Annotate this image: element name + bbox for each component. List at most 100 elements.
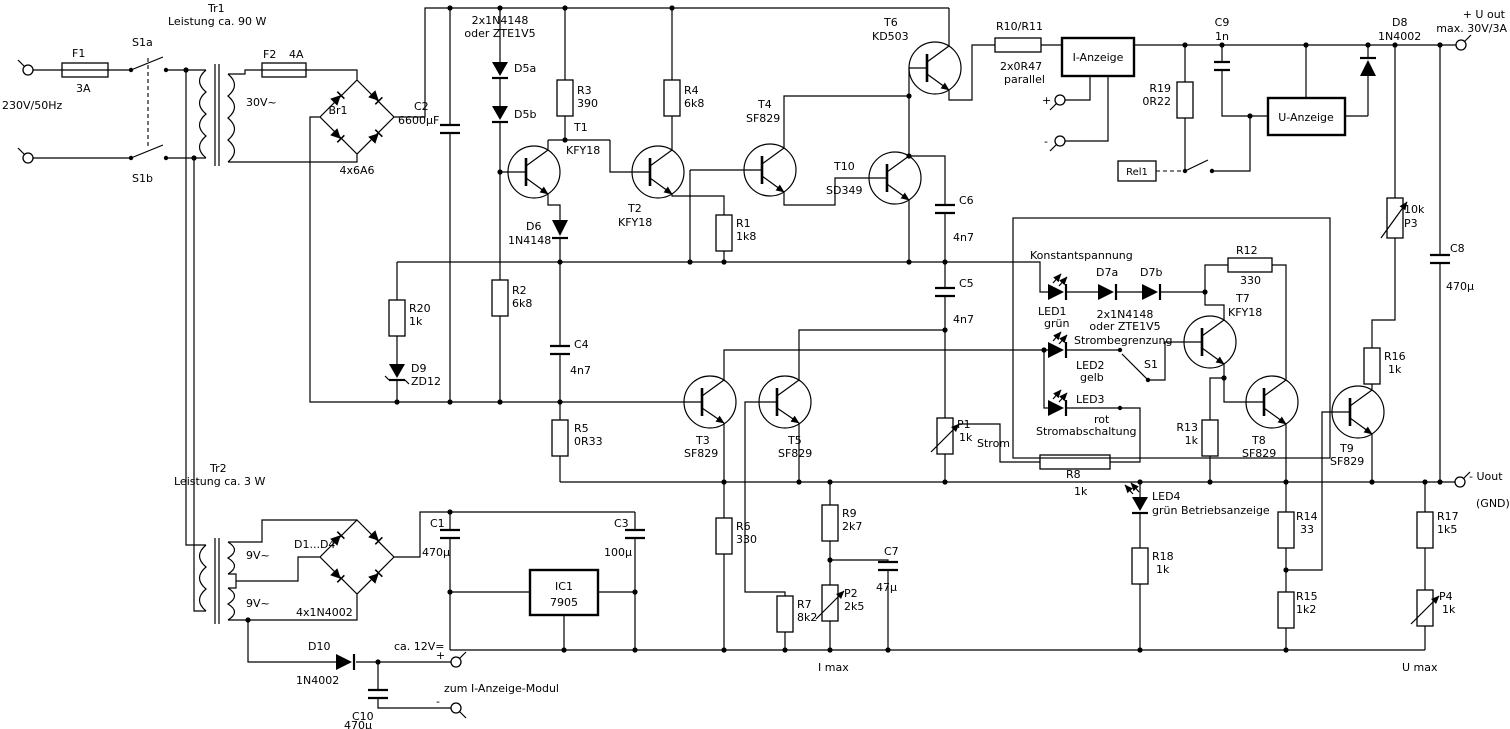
label-r15: R15 bbox=[1296, 590, 1318, 603]
label-tr1-secondary: 30V~ bbox=[246, 96, 277, 109]
transistor-t1 bbox=[507, 145, 561, 199]
label-t6: T6 bbox=[883, 16, 898, 29]
transistors bbox=[507, 41, 1385, 439]
terminal-12v-minus bbox=[450, 702, 467, 719]
diode-d8 bbox=[1360, 56, 1376, 76]
label-r9-value: 2k7 bbox=[842, 520, 862, 533]
label-c6-value: 4n7 bbox=[953, 231, 974, 244]
label-r4-value: 6k8 bbox=[684, 97, 704, 110]
label-d7a: D7a bbox=[1096, 266, 1118, 279]
label-s1b: S1b bbox=[132, 172, 153, 185]
label-r7-value: 8k2 bbox=[797, 611, 817, 624]
label-d5-note1: 2x1N4148 bbox=[472, 14, 529, 27]
fuse-f1 bbox=[61, 62, 109, 78]
terminal-uout-plus bbox=[1455, 34, 1472, 51]
diode-d7a bbox=[1098, 284, 1118, 300]
label-ic1-type: 7905 bbox=[550, 596, 578, 609]
label-c1: C1 bbox=[430, 517, 445, 530]
label-r18-value: 1k bbox=[1156, 563, 1170, 576]
label-d10: D10 bbox=[308, 640, 330, 653]
transformer-tr1 bbox=[198, 64, 236, 166]
bridge-br1 bbox=[329, 89, 384, 145]
label-d5b: D5b bbox=[514, 108, 536, 121]
label-r2: R2 bbox=[512, 284, 527, 297]
label-c10: C10 bbox=[352, 710, 374, 723]
label-uout-max: max. 30V/3A bbox=[1436, 22, 1507, 35]
label-d7b: D7b bbox=[1140, 266, 1162, 279]
label-c2: C2 bbox=[414, 100, 429, 113]
label-c5-value: 4n7 bbox=[953, 313, 974, 326]
label-d1-d4-value: 4x1N4002 bbox=[296, 606, 353, 619]
label-r4: R4 bbox=[684, 84, 699, 97]
label-p2-value: 2k5 bbox=[844, 600, 864, 613]
label-r8-value: 1k bbox=[1074, 485, 1088, 498]
led-led4 bbox=[1124, 482, 1148, 515]
label-strombegrenzung: Strombegrenzung bbox=[1074, 334, 1172, 347]
label-r18: R18 bbox=[1152, 550, 1174, 563]
label-t1-type: KFY18 bbox=[566, 144, 600, 157]
label-t8-type: SF829 bbox=[1242, 447, 1276, 460]
label-t2: T2 bbox=[627, 202, 642, 215]
label-u-anzeige: U-Anzeige bbox=[1278, 111, 1334, 124]
label-uout-minus: - Uout bbox=[1469, 470, 1503, 483]
terminal-uout-minus bbox=[1454, 471, 1471, 488]
label-r17-value: 1k5 bbox=[1437, 523, 1457, 536]
label-imodule-plus: + bbox=[1042, 94, 1051, 107]
transistor-t9 bbox=[1331, 385, 1385, 439]
label-t5: T5 bbox=[787, 434, 802, 447]
label-p1-value: 1k bbox=[959, 431, 973, 444]
label-c8-value: 470µ bbox=[1446, 280, 1474, 293]
label-br1: Br1 bbox=[328, 104, 347, 117]
fuse-f2 bbox=[261, 62, 307, 78]
control-section-box bbox=[1012, 217, 1331, 459]
label-c3: C3 bbox=[614, 517, 629, 530]
label-tr2: Tr2 bbox=[209, 462, 227, 475]
label-c8: C8 bbox=[1450, 242, 1465, 255]
transistor-t10 bbox=[868, 151, 922, 205]
label-module-note: zum I-Anzeige-Modul bbox=[444, 682, 559, 695]
label-c4-value: 4n7 bbox=[570, 364, 591, 377]
label-t10-type: SD349 bbox=[826, 184, 862, 197]
diode-d10 bbox=[336, 654, 356, 670]
led-led2 bbox=[1048, 331, 1068, 358]
label-f1: F1 bbox=[72, 47, 85, 60]
ic1-box bbox=[528, 568, 600, 617]
transistor-t3 bbox=[683, 375, 737, 429]
label-f2-value: 4A bbox=[289, 48, 304, 61]
label-konstantspannung: Konstantspannung bbox=[1030, 249, 1133, 262]
label-br1-value: 4x6A6 bbox=[339, 164, 374, 177]
transistor-t8 bbox=[1245, 375, 1299, 429]
label-t8: T8 bbox=[1251, 434, 1266, 447]
label-d6: D6 bbox=[526, 220, 541, 233]
label-r20: R20 bbox=[409, 302, 431, 315]
label-led3: LED3 bbox=[1076, 393, 1105, 406]
led-led3 bbox=[1048, 389, 1068, 416]
label-r1-value: 1k8 bbox=[736, 230, 756, 243]
label-t5-type: SF829 bbox=[778, 447, 812, 460]
label-r5-value: 0R33 bbox=[574, 435, 603, 448]
label-d5-note2: oder ZTE1V5 bbox=[464, 27, 535, 40]
junction-dots bbox=[128, 5, 1443, 665]
label-d7-note2: oder ZTE1V5 bbox=[1089, 320, 1160, 333]
label-c10-value: 470µ bbox=[344, 719, 372, 729]
label-led1: LED1 bbox=[1038, 305, 1067, 318]
label-r3: R3 bbox=[577, 84, 592, 97]
label-r3-value: 390 bbox=[577, 97, 598, 110]
label-tr2-desc: Leistung ca. 3 W bbox=[174, 475, 266, 488]
label-r19-value: 0R22 bbox=[1142, 95, 1171, 108]
label-r17: R17 bbox=[1437, 510, 1459, 523]
label-t9: T9 bbox=[1339, 442, 1354, 455]
label-r8: R8 bbox=[1066, 468, 1081, 481]
zener-d9 bbox=[384, 364, 410, 385]
label-r6-value: 330 bbox=[736, 533, 757, 546]
diodes bbox=[336, 56, 1376, 670]
potentiometers bbox=[815, 197, 1440, 627]
transistor-t7 bbox=[1183, 315, 1237, 369]
label-d8: D8 bbox=[1392, 16, 1407, 29]
label-p3-value: 10k bbox=[1404, 203, 1425, 216]
terminal-mains-l bbox=[17, 59, 34, 76]
label-r12-value: 330 bbox=[1240, 274, 1261, 287]
label-r13: R13 bbox=[1176, 421, 1198, 434]
label-r16-value: 1k bbox=[1388, 363, 1402, 376]
